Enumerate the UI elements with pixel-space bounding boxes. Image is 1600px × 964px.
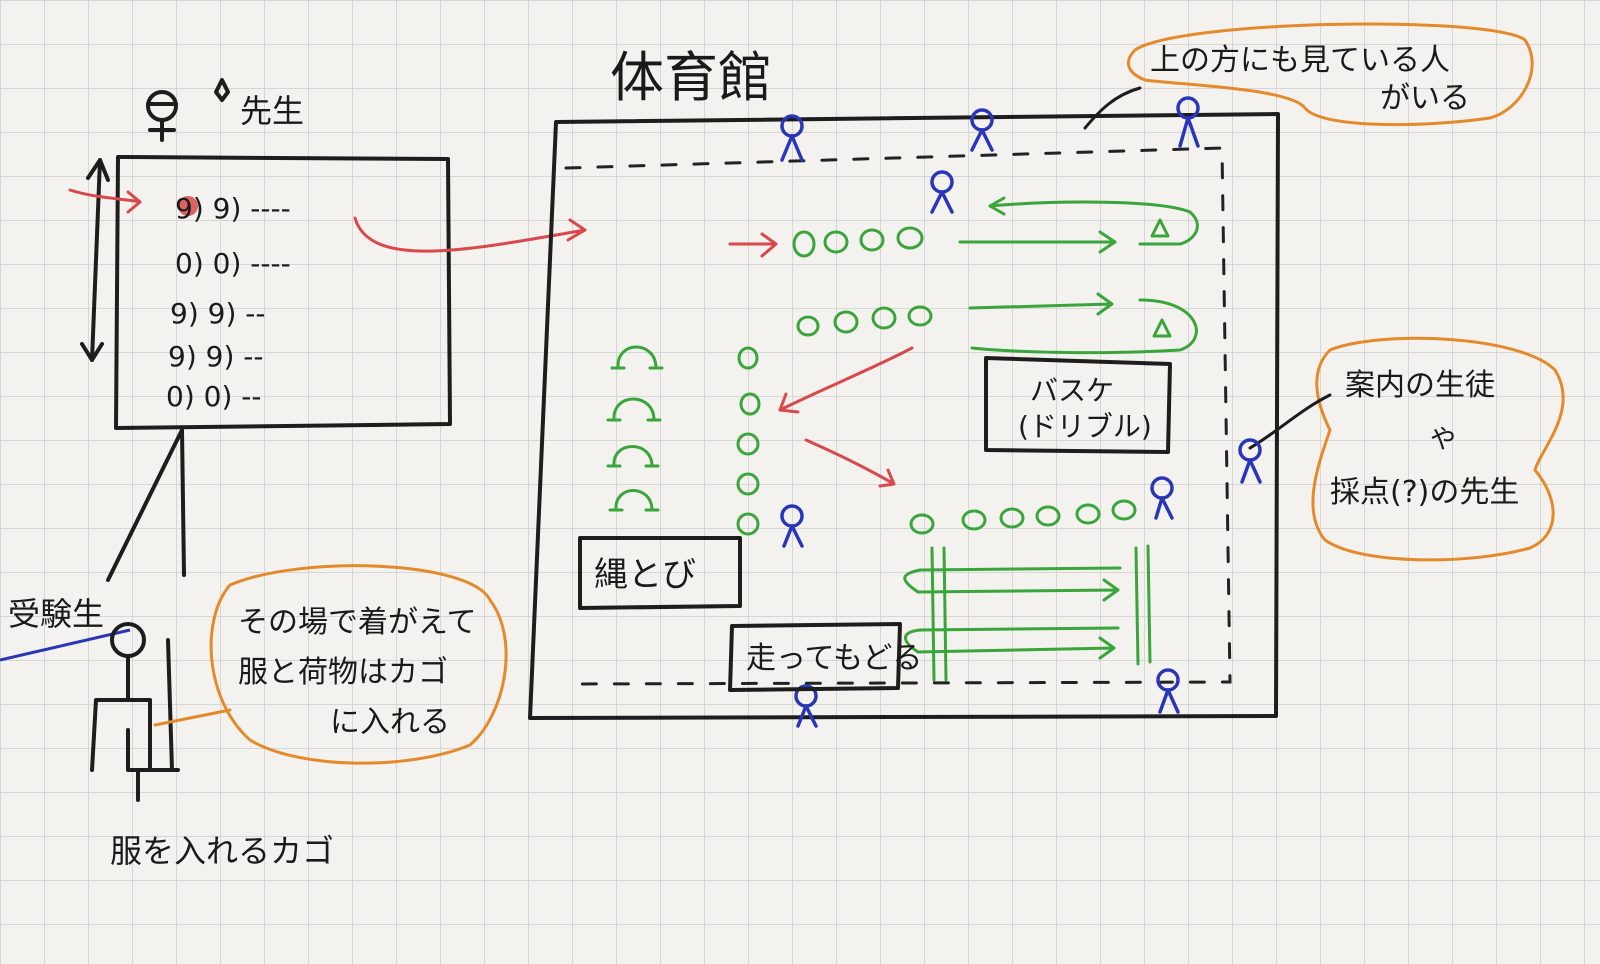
- staff-person-icon: [780, 504, 804, 548]
- note-bubble-upstairs: [1126, 22, 1534, 127]
- jump-rope-jumpers: [606, 345, 664, 512]
- sparkle-icon: [214, 78, 230, 102]
- lane-return: [988, 200, 1199, 246]
- note-guides-line: や: [1430, 425, 1456, 455]
- note-bubble-changing: [209, 564, 508, 765]
- note-bubble-guides: [1311, 336, 1565, 562]
- examinee-underline: [0, 628, 131, 662]
- staff-person-icon: [1176, 96, 1200, 148]
- examinee-figure: [90, 622, 180, 802]
- jump-rope-station-box: [578, 536, 742, 610]
- basketball-label: バスケ: [1030, 374, 1114, 407]
- seating-chart: 9) 9) ---- 0) 0) ---- 9) 9) -- 9) 9) -- …: [68, 155, 452, 430]
- student-queue: [796, 305, 933, 337]
- seating-row: 9) 9) --: [168, 340, 263, 373]
- flow-arrow-icon: [778, 346, 914, 414]
- teacher-label: 先生: [240, 92, 304, 130]
- staff-person-icon: [970, 108, 994, 152]
- note-pointer: [1083, 86, 1142, 130]
- gym-title: 体育館: [610, 46, 772, 109]
- examinee-head-icon: [110, 622, 146, 658]
- note-guides-line: 採点(?)の先生: [1330, 475, 1519, 510]
- lane-forward: [968, 292, 1114, 316]
- turn-line: [1134, 544, 1152, 666]
- lane-forward: [958, 230, 1117, 254]
- note-upstairs-line: がいる: [1380, 81, 1470, 116]
- run-lane-arrow: [916, 578, 1120, 602]
- student-queue: [909, 499, 1137, 535]
- seating-chart-frame: [114, 155, 452, 430]
- seating-row: 9) 9) --: [170, 297, 265, 330]
- teacher-figure: [146, 78, 230, 142]
- gym-outer-wall: [528, 112, 1280, 720]
- flow-arrow-icon: [804, 438, 896, 488]
- run-lane-arrow: [916, 636, 1116, 660]
- current-seat-marker: [178, 196, 198, 216]
- basket-label: 服を入れるカゴ: [110, 832, 334, 870]
- run-label: 走ってもどる: [746, 641, 922, 676]
- start-line: [930, 546, 948, 682]
- note-changing-line: 服と荷物はカゴ: [238, 655, 448, 690]
- staff-person-icon: [1156, 668, 1180, 714]
- basketball-station-box: [984, 356, 1172, 454]
- note-changing-line: その場で着がえて: [238, 605, 477, 640]
- chart-stand: [106, 428, 186, 582]
- seating-row: 0) 0) --: [166, 380, 261, 413]
- staff-person-icon: [1238, 438, 1262, 484]
- staff-person-icon: [1150, 476, 1174, 520]
- vertical-arrow-icon: [80, 158, 110, 362]
- seating-row: 0) 0) ----: [175, 247, 291, 280]
- gym-inner-track: [564, 146, 1232, 686]
- entry-arrow-icon: [68, 188, 142, 214]
- triangle-cone-icon: [1150, 218, 1170, 238]
- to-gym-arrow-icon: [353, 216, 587, 253]
- staff-person-icon: [930, 170, 954, 214]
- note-upstairs-line: 上の方にも見ている人: [1150, 43, 1450, 78]
- staff-person-icon: [780, 114, 804, 162]
- note-pointer: [153, 708, 232, 727]
- lane-return: [970, 298, 1198, 355]
- triangle-cone-icon: [1152, 318, 1172, 338]
- note-pointer: [1248, 393, 1332, 450]
- basket-icon: [126, 728, 150, 802]
- student-queue: [792, 226, 924, 258]
- run-station-box: [728, 622, 902, 692]
- staff-person-icon: [794, 684, 818, 728]
- student-queue: [736, 346, 761, 536]
- note-changing-line: に入れる: [330, 705, 450, 740]
- basketball-label: (ドリブル): [1018, 410, 1152, 443]
- examinee-label: 受験生: [8, 595, 104, 633]
- jump-rope-label: 縄とび: [594, 555, 696, 595]
- note-guides-line: 案内の生徒: [1345, 368, 1495, 403]
- entry-arrow-icon: [728, 232, 778, 258]
- seating-row: 9) 9) ----: [175, 192, 291, 225]
